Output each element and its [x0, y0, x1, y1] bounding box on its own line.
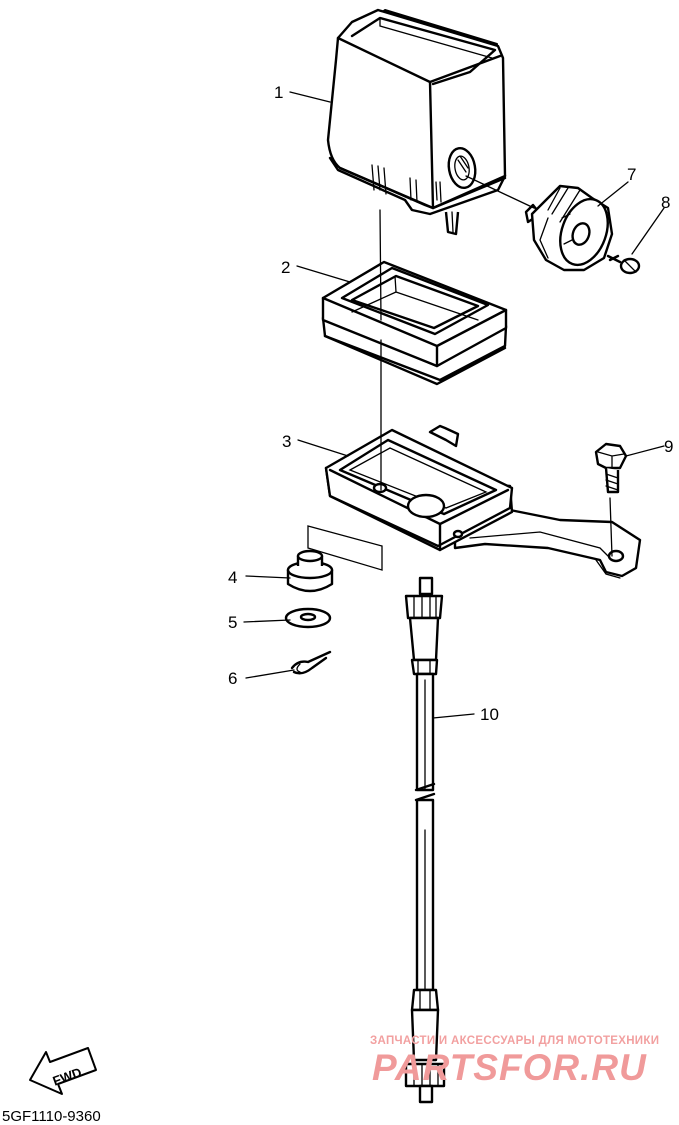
callout-8: 8	[661, 193, 670, 212]
callout-10: 10	[480, 705, 499, 724]
watermark-brand: PARTSFOR.RU	[372, 1047, 647, 1088]
part-1-meter-housing[interactable]	[326, 8, 507, 236]
part-3-meter-bracket[interactable]	[324, 424, 642, 579]
callout-9: 9	[664, 437, 673, 456]
watermark-tagline: ЗАПЧАСТИ И АКСЕССУАРЫ ДЛЯ МОТОТЕХНИКИ	[370, 1035, 659, 1047]
fwd-arrow-icon: FWD	[29, 1047, 97, 1095]
callout-4: 4	[228, 568, 237, 587]
callout-7: 7	[627, 165, 636, 184]
part-7-knob[interactable]	[524, 184, 616, 272]
part-4-grommet[interactable]	[286, 549, 334, 593]
part-5-washer[interactable]	[284, 607, 332, 629]
callout-1: 1	[274, 83, 283, 102]
part-6-clip[interactable]	[290, 650, 332, 675]
callout-3: 3	[282, 432, 291, 451]
callout-5: 5	[228, 613, 237, 632]
part-9-bolt[interactable]	[594, 442, 628, 494]
part-2-rubber-seal[interactable]	[321, 260, 508, 386]
assembly-guide-lines	[307, 175, 613, 571]
callout-6: 6	[228, 669, 237, 688]
callout-2: 2	[281, 258, 290, 277]
leader-lines	[243, 91, 665, 719]
diagram-code: 5GF1110-9360	[2, 1108, 101, 1125]
part-10-speedometer-cable[interactable]	[404, 576, 446, 1104]
part-8-screw[interactable]	[606, 254, 641, 275]
